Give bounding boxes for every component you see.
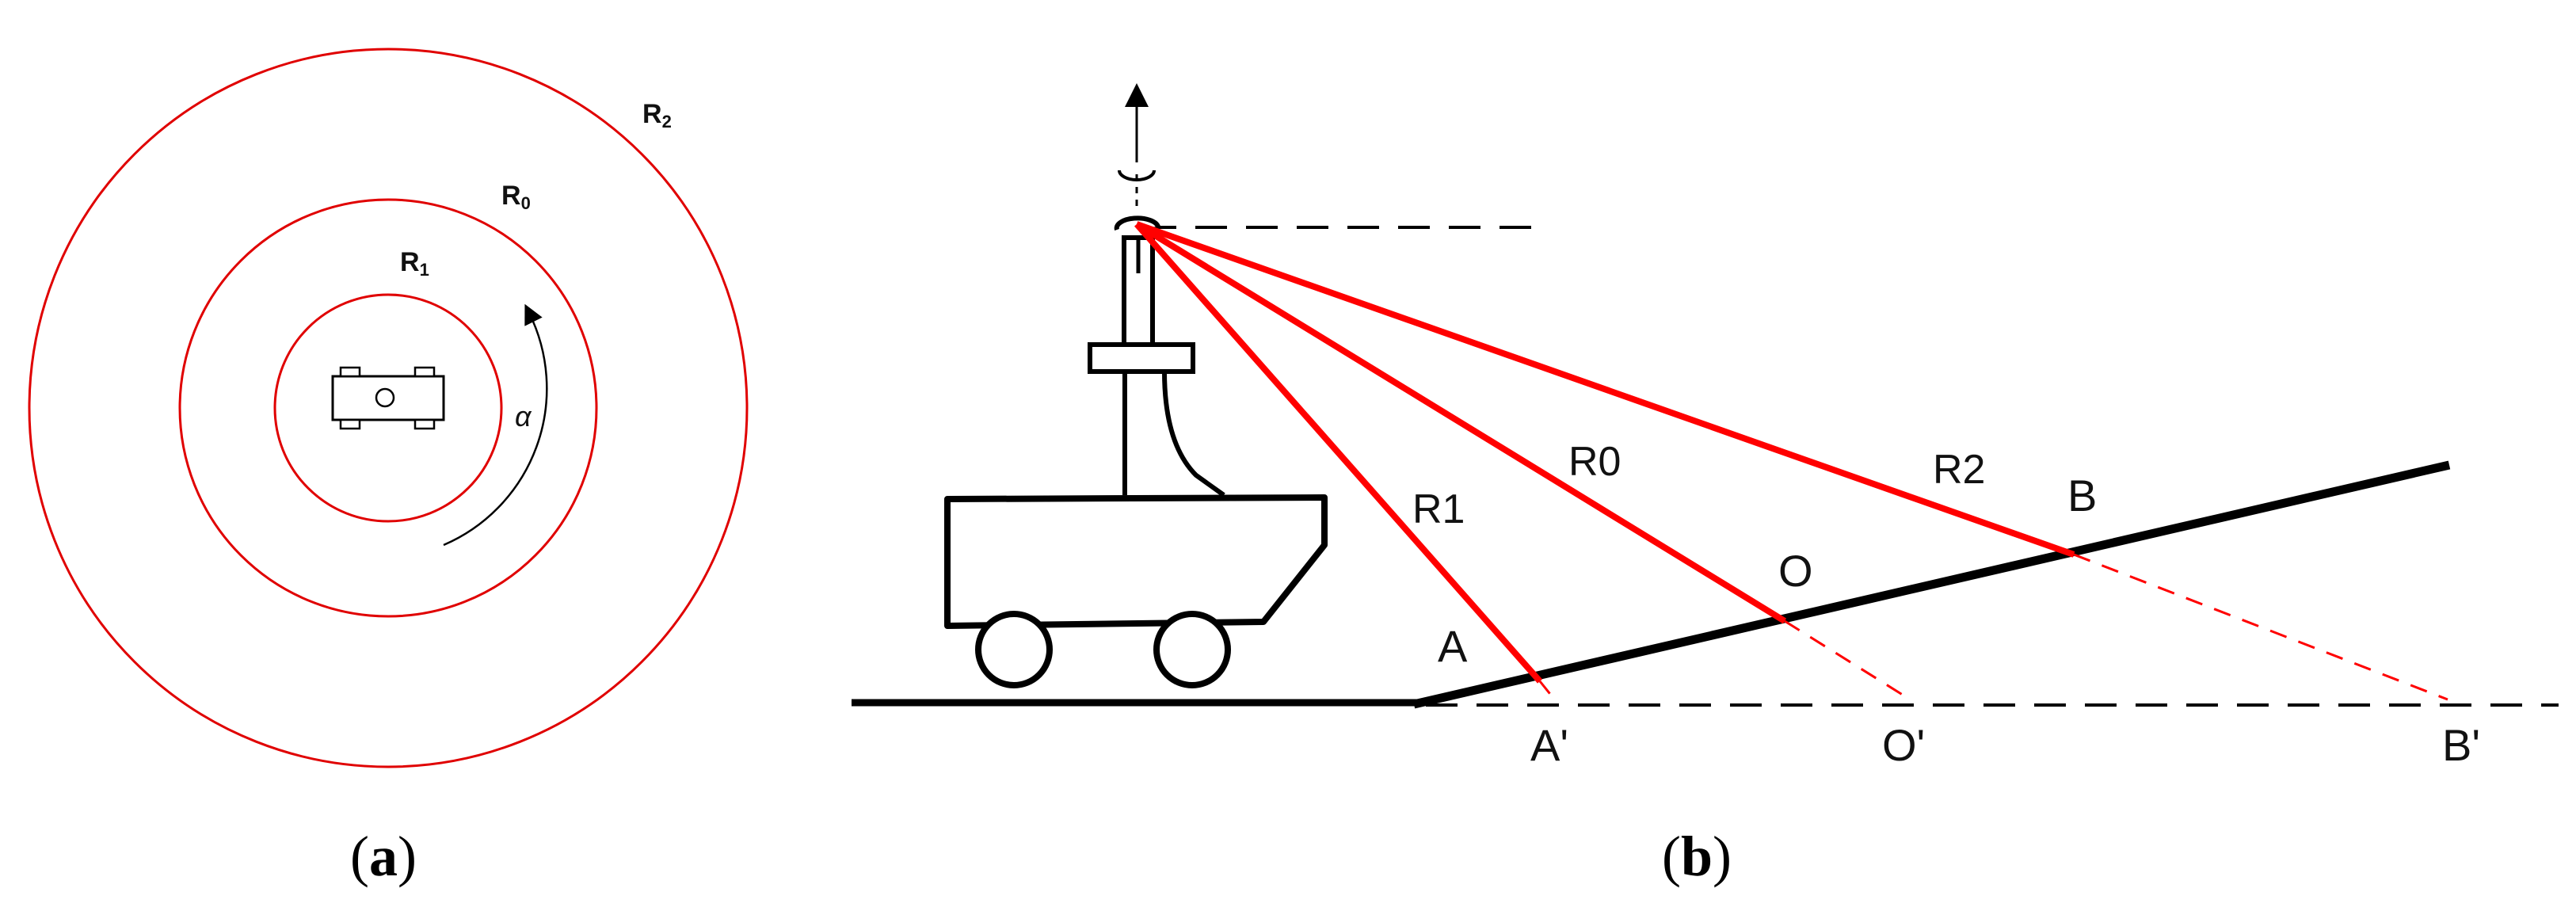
ring-label-r0: R0 [501, 181, 531, 213]
beam-r2-extension [2073, 553, 2448, 701]
point-label-o: O [1778, 546, 1813, 596]
ring-label-r1: R1 [400, 247, 429, 280]
beam-r0 [1134, 221, 1787, 624]
angle-alpha-label: α [515, 400, 532, 433]
point-label-b: B [2067, 471, 2097, 520]
panel-b: R1 R0 R2 A O B A' O' B' (b) [852, 83, 2559, 888]
ring-label-r2: R2 [642, 99, 672, 132]
rotation-arc-icon [443, 303, 548, 547]
ring-r0 [178, 198, 598, 618]
panel-a: α R1 R0 R2 (a) [28, 48, 749, 888]
robot-side-view-icon [944, 83, 1328, 688]
ring-r2 [28, 48, 749, 768]
beam-r1-extension [1538, 680, 1554, 698]
robot-top-view-icon [331, 366, 445, 430]
beam-r2 [1135, 221, 2075, 558]
projection-label-b-prime: B' [2442, 720, 2480, 770]
beam-r1 [1134, 222, 1542, 684]
beam-label-r2: R2 [1933, 447, 1985, 493]
caption-b: (b) [1662, 825, 1732, 888]
point-label-a: A [1438, 621, 1468, 671]
projection-label-o-prime: O' [1882, 720, 1925, 770]
projection-label-a-prime: A' [1530, 720, 1568, 770]
ring-r1 [273, 293, 503, 523]
slope-line [1412, 460, 2451, 709]
caption-a: (a) [350, 825, 417, 888]
beam-r0-extension [1784, 619, 1912, 702]
beam-label-r1: R1 [1412, 486, 1465, 532]
beam-label-r0: R0 [1568, 439, 1621, 485]
